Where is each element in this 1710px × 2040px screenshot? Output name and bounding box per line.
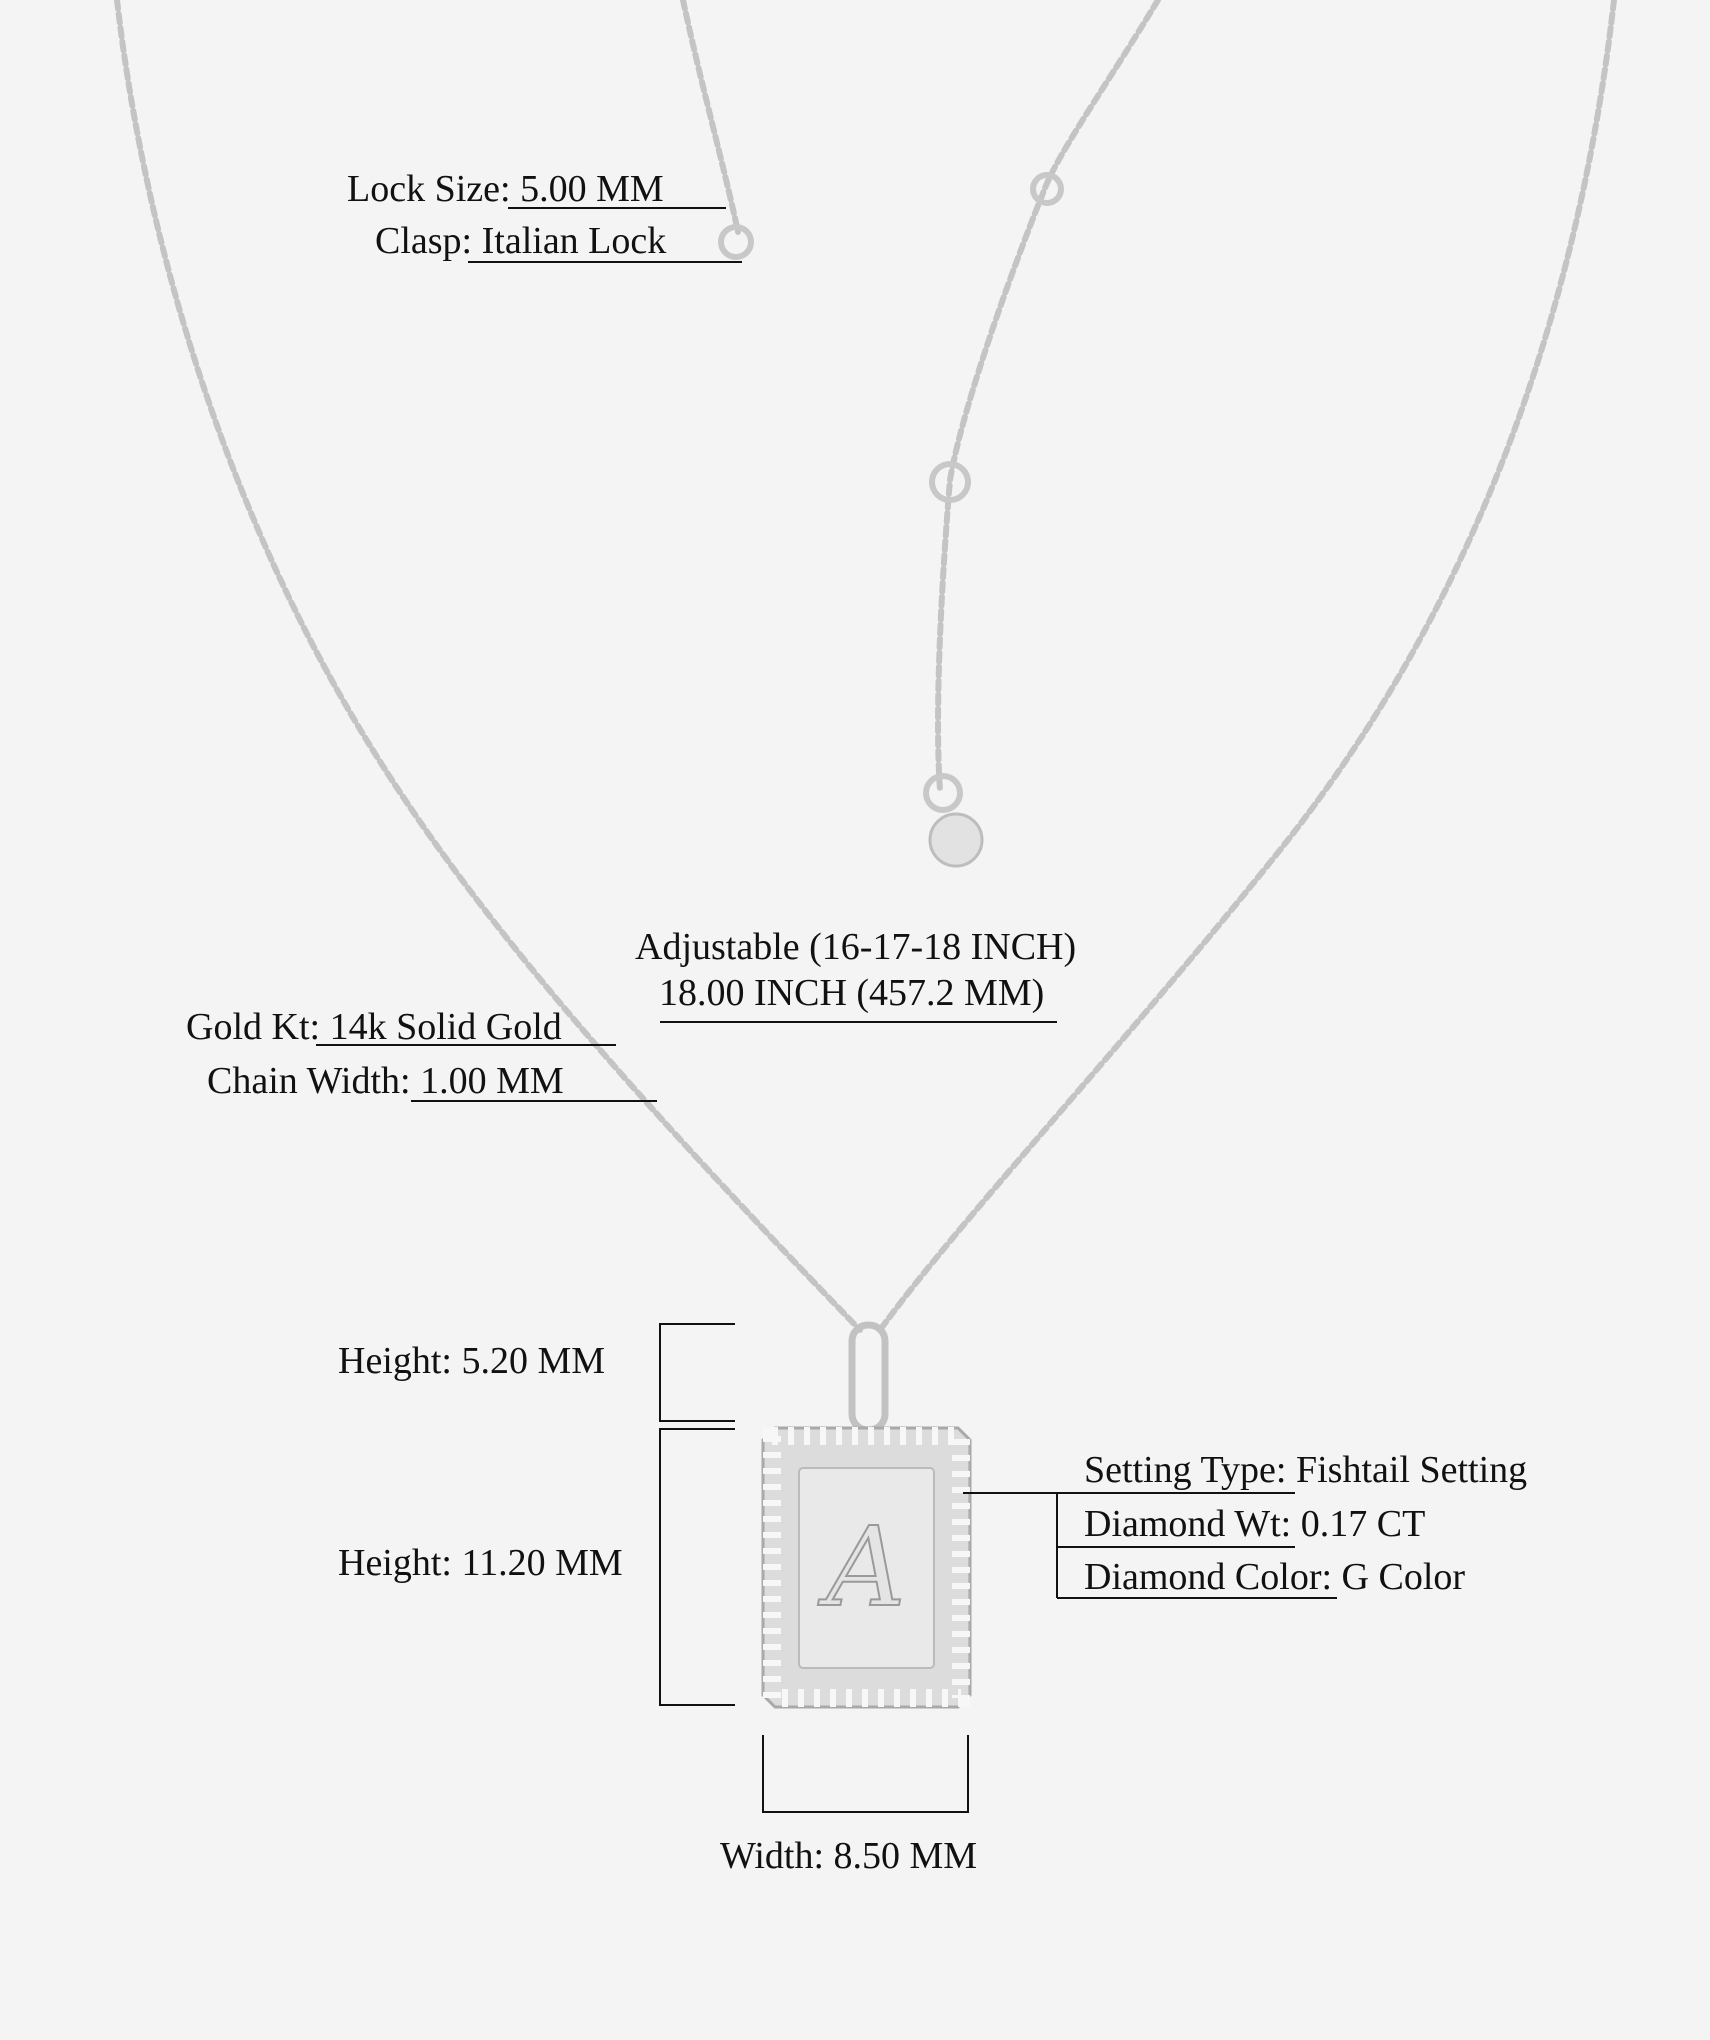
diamond-weight-label: Diamond Wt:	[1084, 1503, 1292, 1545]
chain-clasp-side	[680, 0, 741, 235]
diamond-weight-spec: Diamond Wt: 0.17 CT	[1084, 1505, 1425, 1543]
rings	[718, 172, 1064, 813]
clasp-spec: Clasp: Italian Lock	[375, 222, 666, 260]
lock-size-label: Lock Size:	[347, 168, 511, 210]
total-length: 18.00 INCH (457.2 MM)	[659, 972, 1045, 1014]
bail	[848, 1321, 889, 1434]
dimension-lines	[316, 207, 1337, 1813]
clasp-value: Italian Lock	[481, 220, 667, 262]
diamond-weight-value: 0.17 CT	[1300, 1503, 1426, 1545]
pendant: A	[761, 1321, 972, 1709]
diamond-color-value: G Color	[1341, 1556, 1466, 1598]
lock-size-spec: Lock Size: 5.00 MM	[347, 170, 664, 208]
diamond-color-label: Diamond Color:	[1084, 1556, 1333, 1598]
chain	[114, 0, 1617, 1333]
engraved-letter: A	[817, 1503, 905, 1631]
tag-disc	[928, 812, 984, 868]
gold-kt-spec: Gold Kt: 14k Solid Gold	[186, 1008, 562, 1046]
extension-chain	[935, 0, 1161, 793]
gold-kt-value: 14k Solid Gold	[329, 1006, 562, 1048]
chain-width-spec: Chain Width: 1.00 MM	[207, 1062, 564, 1100]
lock-size-value: 5.00 MM	[520, 168, 664, 210]
adjustable-length: Adjustable (16-17-18 INCH)	[635, 926, 1077, 968]
setting-type-label: Setting Type:	[1084, 1449, 1287, 1491]
chain-width-value: 1.00 MM	[420, 1060, 564, 1102]
engraving-plate	[798, 1467, 935, 1669]
gold-kt-label: Gold Kt:	[186, 1006, 321, 1048]
pendant-width: Width: 8.50 MM	[720, 1835, 978, 1877]
setting-type-value: Fishtail Setting	[1295, 1449, 1528, 1491]
chain-left	[114, 0, 863, 1333]
diamond-color-spec: Diamond Color: G Color	[1084, 1558, 1465, 1596]
bail-height: Height: 5.20 MM	[338, 1340, 606, 1382]
chain-right	[877, 0, 1617, 1333]
spring-ring-clasp-icon	[718, 224, 754, 260]
setting-type-spec: Setting Type: Fishtail Setting	[1084, 1451, 1527, 1489]
chain-width-label: Chain Width:	[207, 1060, 411, 1102]
clasp-label: Clasp:	[375, 220, 473, 262]
pendant-height: Height: 11.20 MM	[338, 1542, 623, 1584]
